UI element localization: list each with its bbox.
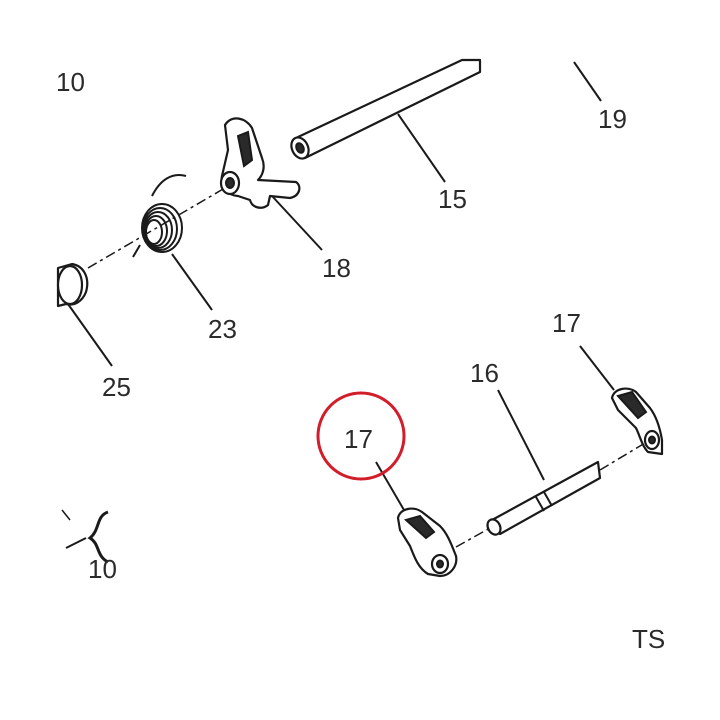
callout-17-right: 17: [552, 308, 581, 338]
callout-19: 19: [598, 104, 627, 134]
highlight-ring: [316, 391, 406, 481]
part-23-spring: [132, 174, 187, 258]
part-17-fork-right: [610, 387, 664, 456]
callout-15: 15: [438, 184, 467, 214]
callout-10-top: 10: [56, 67, 85, 97]
page-code-label: TS: [632, 624, 665, 654]
group-bracket-10: [61, 509, 109, 564]
callout-16: 16: [470, 358, 499, 388]
part-17-fork-lower: [396, 507, 458, 578]
part-15-shaft: [290, 58, 482, 160]
callout-10-bottom: 10: [88, 554, 117, 584]
assembly-centerline-lower: [455, 527, 491, 548]
part-25-bushing: [56, 262, 89, 308]
part-18-stopper-arm: [219, 117, 301, 209]
callout-18: 18: [322, 253, 351, 283]
callout-23: 23: [208, 314, 237, 344]
part-16-shaft: [486, 460, 602, 536]
callout-17-circled: 17: [344, 424, 373, 454]
assembly-centerline-upper: [87, 184, 231, 269]
leader-lines: [67, 61, 615, 511]
callout-25: 25: [102, 372, 131, 402]
